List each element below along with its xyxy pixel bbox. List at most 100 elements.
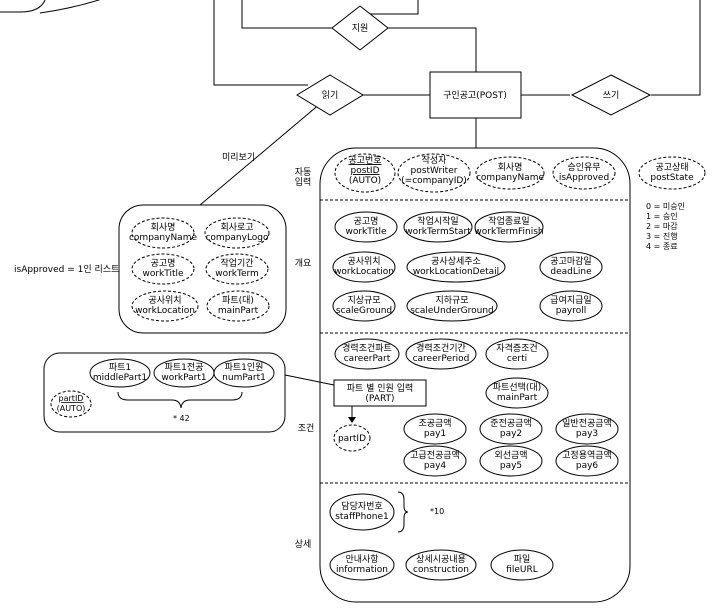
label-line: careerPeriod: [413, 354, 470, 364]
label-line: workTitle: [345, 227, 387, 237]
label-line: 공고명: [151, 258, 176, 269]
label-line: 준전공금액: [490, 417, 531, 429]
svg-text:partID(AUTO): partID(AUTO): [57, 394, 86, 413]
label-line: workTermStart: [405, 227, 471, 237]
label-line: 급여지급일: [550, 294, 591, 306]
label-line: construction: [413, 565, 469, 575]
post-entity: 구인공고(POST): [429, 71, 522, 119]
label-line: 파트선택(대): [493, 382, 541, 393]
connector-lines: [39, 0, 701, 422]
label-line: 지상규모: [347, 295, 380, 306]
label-line: companyName: [129, 233, 197, 243]
label-line: postID: [350, 166, 379, 176]
label-line: 공고마감일: [550, 255, 591, 267]
label-line: (PART): [365, 394, 394, 404]
label-line: 자격증조건: [496, 342, 537, 354]
label-line: workTermFinish: [474, 227, 543, 237]
label-line: 회사명: [151, 222, 176, 233]
label-line: workTerm: [215, 269, 259, 279]
label-line: pay3: [576, 429, 598, 439]
label-line: 파트1인원: [225, 362, 264, 373]
svg-text:파트선택(대)mainPart: 파트선택(대)mainPart: [493, 382, 541, 403]
staff-phone-multiplier: *10: [430, 507, 444, 516]
section-label-detail: 상세: [295, 539, 312, 550]
label-line: 지하규모: [435, 295, 468, 306]
label-line: 고급전공금액: [410, 449, 460, 461]
label-line: 작성자: [422, 155, 448, 166]
part-entity: 파트 별 인원 입력(PART): [333, 379, 427, 407]
label-line: 공고상태: [655, 162, 688, 173]
section-label-overview: 개요: [295, 258, 312, 269]
label-line: mainPart: [218, 306, 259, 316]
label-line: scaleUnderGround: [410, 306, 494, 316]
label-line: 고정용역금액: [562, 449, 612, 461]
preview-main-part: 파트(대)mainPart: [206, 290, 270, 322]
label-line: 경력조건기간: [416, 342, 466, 354]
label-line: companyLogo: [205, 233, 269, 243]
label-line: middlePart1: [93, 373, 147, 383]
label-line: workLocationDetail: [413, 267, 499, 277]
post-attribute-container: [319, 147, 631, 603]
label-line: 자동: [295, 167, 312, 178]
label-line: pay4: [424, 461, 447, 471]
part-detail-part-id: partID(AUTO): [50, 390, 92, 418]
label-line: fileURL: [506, 565, 538, 575]
relation-write: 쓰기: [570, 74, 652, 116]
attr-main-part: 파트선택(대)mainPart: [485, 377, 549, 409]
post-state-legend: 0 = 미승인 1 = 승인 2 = 마감 3 = 진행 4 = 종료: [646, 201, 685, 251]
label-line: 안내사항: [345, 554, 378, 565]
label-line: (AUTO): [349, 176, 381, 186]
post-state-legend-0: 0 = 미승인: [646, 201, 685, 211]
label-line: 일반전공금액: [562, 417, 612, 429]
label-line: partID: [59, 394, 84, 403]
label-line: pay5: [500, 461, 522, 471]
label-line: 조건: [298, 423, 315, 434]
label-line: payroll: [556, 306, 587, 316]
label-line: 공고명: [354, 216, 379, 227]
label-line: careerPart: [344, 354, 391, 364]
label-line: 입력: [295, 176, 312, 188]
relation-read-label: 읽기: [322, 90, 339, 101]
label-line: workLocation: [334, 267, 394, 277]
